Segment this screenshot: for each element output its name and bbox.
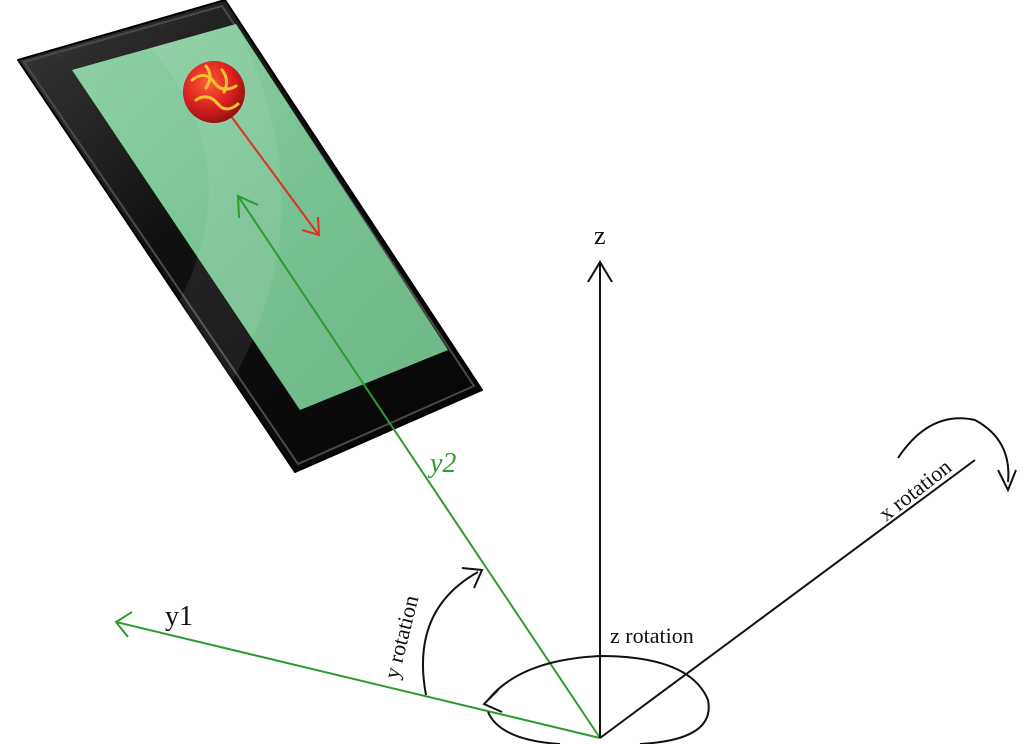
x-rotation-arrow [897, 417, 1017, 493]
screen-reflection [150, 24, 282, 385]
phone-button [57, 52, 63, 58]
z-axis-label: z [594, 221, 606, 250]
y1-axis [114, 611, 601, 739]
z-axis [587, 260, 613, 738]
x-rotation-label: x rotation [874, 454, 956, 526]
z-rotation-label: z rotation [610, 623, 694, 648]
phone-bezel-highlight [22, 4, 476, 466]
ball-icon [183, 61, 245, 123]
smartphone-icon [17, 0, 483, 473]
z-rotation-arrow [482, 654, 710, 744]
y2-axis-label: y2 [427, 448, 456, 479]
phone-screen [72, 24, 448, 410]
y1-axis-label: y1 [165, 601, 193, 632]
motion-arrow [227, 111, 321, 237]
y-rotation-arrow [422, 567, 484, 696]
x-axis [599, 459, 976, 739]
y2-axis [236, 194, 601, 739]
y-rotation-label: y rotation [379, 593, 424, 681]
